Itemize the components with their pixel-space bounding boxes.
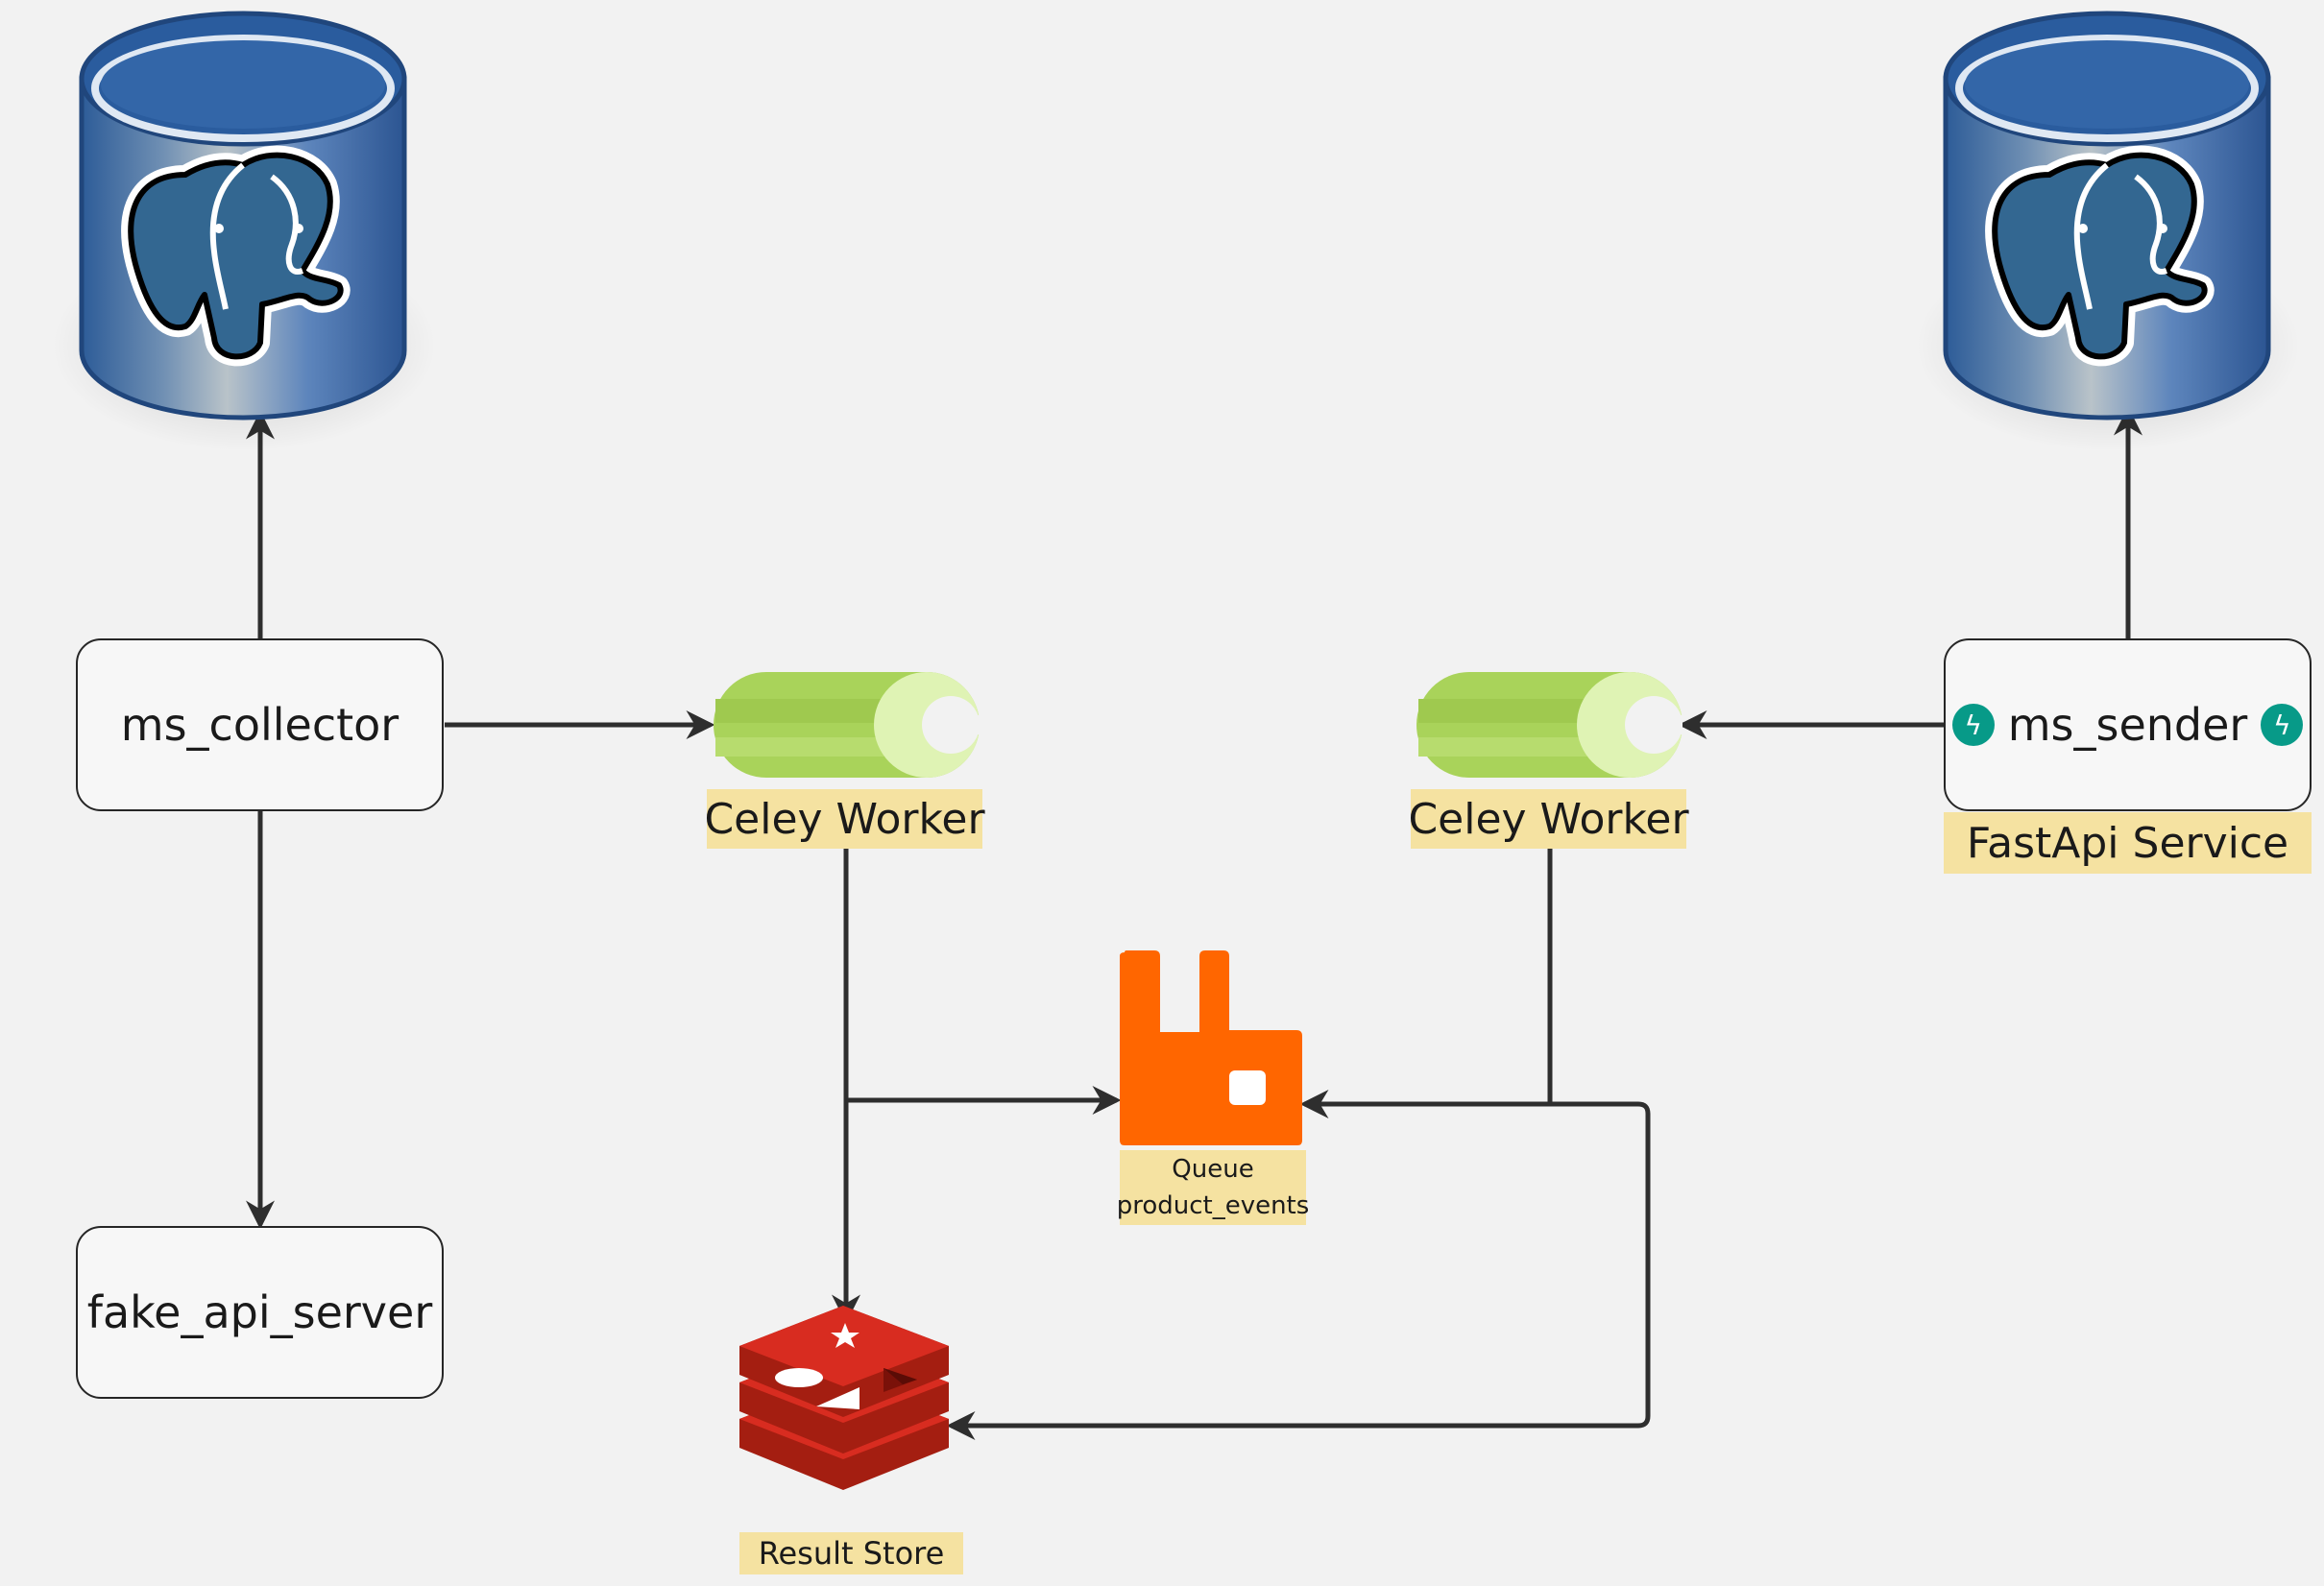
ms-sender-label: ms_sender — [2007, 699, 2248, 751]
queue-caption: Queue product_events — [1117, 1150, 1309, 1225]
ms-collector-box[interactable]: ms_collector — [76, 638, 444, 811]
arrow-worker-right-to-queue — [1299, 849, 1553, 1118]
queue-caption-line2: product_events — [1116, 1191, 1310, 1220]
lightning-bolt-icon: ϟ — [1951, 704, 1995, 746]
celery-worker-right-caption: Celey Worker — [1408, 789, 1689, 849]
arrow-worker-right-to-result-store — [946, 1101, 1651, 1440]
lightning-bolt-icon: ϟ — [2261, 704, 2304, 746]
ms-sender-box[interactable]: ϟ ms_sender ϟ — [1944, 638, 2312, 811]
celery-worker-left-caption: Celey Worker — [704, 789, 985, 849]
queue-caption-line1: Queue — [1172, 1155, 1254, 1184]
result-store-caption: Result Store — [739, 1532, 963, 1574]
ms-collector-label: ms_collector — [120, 699, 399, 751]
fake-api-server-box[interactable]: fake_api_server — [76, 1226, 444, 1399]
fastapi-service-caption: FastApi Service — [1944, 812, 2312, 874]
arrow-worker-left-to-queue — [843, 849, 1122, 1115]
fake-api-server-label: fake_api_server — [86, 1286, 433, 1338]
